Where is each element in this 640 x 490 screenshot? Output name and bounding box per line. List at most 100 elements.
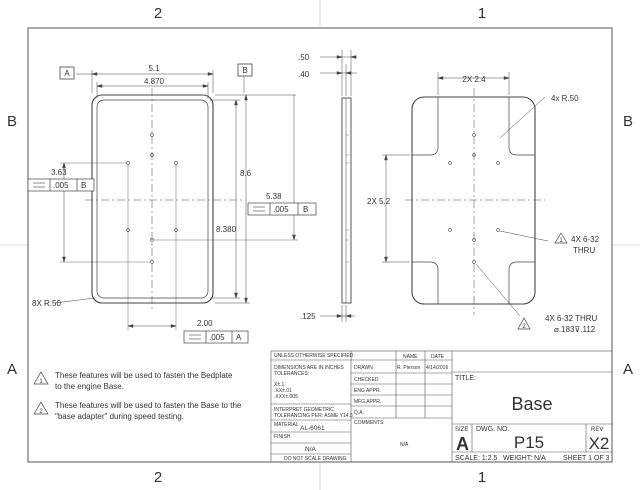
- tb-dwg-no: P15: [514, 433, 544, 452]
- tb-qa: Q.A.: [354, 410, 364, 416]
- tb-size-label: SIZE: [455, 427, 468, 433]
- tb-drawn: DRAWN: [354, 365, 373, 371]
- tb-mfg-appr: MFG APPR.: [354, 399, 381, 405]
- tb-tol-3: .XXX±.005: [274, 394, 298, 400]
- tb-title: Base: [511, 394, 552, 414]
- dim-left-y: 3.63: [51, 168, 67, 177]
- datum-a-label: A: [64, 69, 70, 78]
- fcf-bottom-tolerance: .005: [209, 333, 225, 342]
- hole: [150, 238, 154, 242]
- tb-date-header: DATE: [431, 354, 445, 360]
- tb-drawn-date: 4/14/2016: [426, 365, 448, 371]
- tb-tol-1: X±.1: [274, 382, 284, 388]
- fcf-left-tolerance: .005: [53, 181, 69, 190]
- tb-interpret: INTERPRET GEOMETRIC: [274, 407, 334, 413]
- tb-name-header: NAME: [403, 354, 418, 360]
- dim-height: 8.6: [240, 169, 252, 178]
- notes: 1 These features will be used to fasten …: [33, 371, 242, 421]
- front-view: [54, 70, 298, 330]
- side-outline: [341, 97, 352, 304]
- zone-right-b: B: [623, 113, 633, 130]
- back-dim-side: 2X 5.2: [367, 197, 391, 206]
- tb-scale: SCALE: 1:2.5: [455, 455, 498, 462]
- tb-comments-value: N/A: [400, 442, 409, 448]
- tb-tolerances: TOLERANCES:: [274, 371, 309, 377]
- back-view: [382, 72, 549, 317]
- note-2-triangle-number: 2: [522, 324, 526, 330]
- hole: [150, 153, 154, 157]
- hole: [174, 161, 178, 165]
- side-dim-bottom: .125: [300, 312, 316, 321]
- tb-material-label: MATERIAL: [274, 422, 299, 428]
- note-1-line-1: These features will be used to fasten th…: [55, 371, 233, 380]
- tb-rev-label: REV: [591, 427, 603, 433]
- back-outline: [411, 96, 536, 305]
- tb-weight: WEIGHT: N/A: [503, 455, 546, 462]
- note-2-icon: [33, 401, 49, 415]
- hole: [150, 260, 154, 264]
- hole-note-2-b: ⌀.183⊽.112: [554, 325, 596, 334]
- note-1-triangle-number: 1: [559, 238, 563, 244]
- tb-comments: COMMENTS:: [354, 420, 385, 426]
- dim-center-y: 5.38: [266, 192, 282, 201]
- tb-size: A: [456, 434, 469, 454]
- hole-note-1: 4X 6-32: [571, 235, 600, 244]
- hole-note-2: 4X 6-32 THRU: [545, 314, 598, 323]
- back-radius-note: 4x R.50: [551, 94, 579, 103]
- front-outline: [91, 94, 214, 304]
- zone-top-1: 1: [478, 5, 486, 22]
- front-radius-note: 8X R.50: [32, 299, 61, 308]
- fcf-bottom-datum: A: [236, 333, 242, 342]
- zone-left-b: B: [7, 113, 17, 130]
- tb-sheet: SHEET 1 OF 3: [563, 455, 610, 462]
- tb-tol-2: .XX±.01: [274, 388, 292, 394]
- note-1-line-2: to the engine Base.: [55, 382, 124, 391]
- front-inner-outline: [96, 99, 209, 299]
- fcf-left: .005 B: [27, 178, 95, 192]
- fcf-center: .005 B: [247, 202, 317, 216]
- note-1-triangle-icon: [554, 232, 568, 244]
- fcf-left-datum: B: [81, 181, 86, 190]
- hole: [126, 161, 130, 165]
- hole-note-1-b: THRU: [573, 246, 595, 255]
- zone-bottom-2: 2: [154, 469, 162, 486]
- tb-dwg-label: DWG. NO.: [476, 426, 509, 433]
- tb-no-scale: DO NOT SCALE DRAWING: [284, 456, 347, 462]
- note-2-triangle-icon: [517, 317, 531, 330]
- tb-unless: UNLESS OTHERWISE SPECIFIED:: [274, 353, 355, 359]
- tb-material: AL-6061: [300, 425, 325, 432]
- side-view: [320, 50, 357, 322]
- note-1-icon: [33, 371, 49, 385]
- dim-inner-width: 4.870: [144, 77, 165, 86]
- tb-dims-inches: DIMENSIONS ARE IN INCHES: [274, 365, 344, 371]
- zone-left-a: A: [7, 361, 17, 378]
- note-2-line-2: "base adapter" during speed testing.: [55, 412, 184, 421]
- zone-right-a: A: [623, 361, 633, 378]
- note-2-line-1: These features will be used to fasten th…: [55, 401, 242, 410]
- zone-bottom-1: 1: [478, 469, 486, 486]
- note-1-number: 1: [39, 379, 43, 385]
- dim-bottom-x: 2.00: [197, 319, 213, 328]
- fcf-center-datum: B: [303, 205, 308, 214]
- zone-top-2: 2: [154, 5, 162, 22]
- tb-rev: X2: [589, 434, 610, 453]
- tb-finish: N/A: [305, 446, 317, 453]
- datum-b-label: B: [242, 66, 247, 75]
- side-dim-top-2: .40: [298, 70, 310, 79]
- note-2-number: 2: [39, 409, 43, 415]
- side-dim-top-1: .50: [298, 53, 310, 62]
- tb-drawn-name: R. Pierson: [397, 365, 421, 371]
- dim-inner-height: 8.380: [216, 225, 237, 234]
- back-dim-top: 2X 2.4: [462, 75, 486, 84]
- dim-width: 5.1: [148, 64, 160, 73]
- tb-checked: CHECKED: [354, 377, 379, 383]
- fcf-center-tolerance: .005: [273, 205, 289, 214]
- tb-title-label: TITLE:: [455, 375, 476, 382]
- tb-eng-appr: ENG APPR.: [354, 388, 381, 394]
- tb-finish-label: FINISH: [274, 434, 291, 440]
- tb-tolerancing: TOLERANCING PER: ASME Y14.5: [274, 413, 353, 419]
- fcf-bottom: .005 A: [183, 330, 249, 344]
- hole: [150, 133, 154, 137]
- title-block: [270, 350, 613, 463]
